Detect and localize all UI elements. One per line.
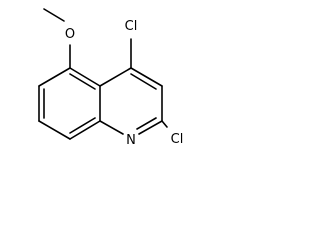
bond-c8-c8a-inner [69,117,96,134]
bond-c4a-c4 [99,67,132,87]
atom-oxygen-label: O [65,27,75,42]
bond-c4-c3-inner [130,73,157,90]
bond-c2-n1 [138,120,163,135]
bond-c5-c6 [38,67,71,87]
atom-chlorine-4-label: Cl [125,19,138,34]
bond-c4-c3 [130,67,163,87]
atom-nitrogen-label: N [126,133,136,148]
structure-canvas: O Cl N Cl [0,0,188,152]
bond-c4a-c5 [69,67,101,87]
quinoline-structure: O Cl N Cl [38,8,184,148]
bond-c2-cl [161,120,168,128]
bond-n1-c8a [99,120,124,135]
bond-o-methyl [43,8,65,22]
bond-c8-c8a [69,120,101,140]
bond-c4a-c5-inner [69,73,96,90]
bond-c7-c8 [38,120,71,140]
atom-chlorine-2-label: Cl [171,132,184,147]
bond-c2-n1-inner [136,117,157,130]
